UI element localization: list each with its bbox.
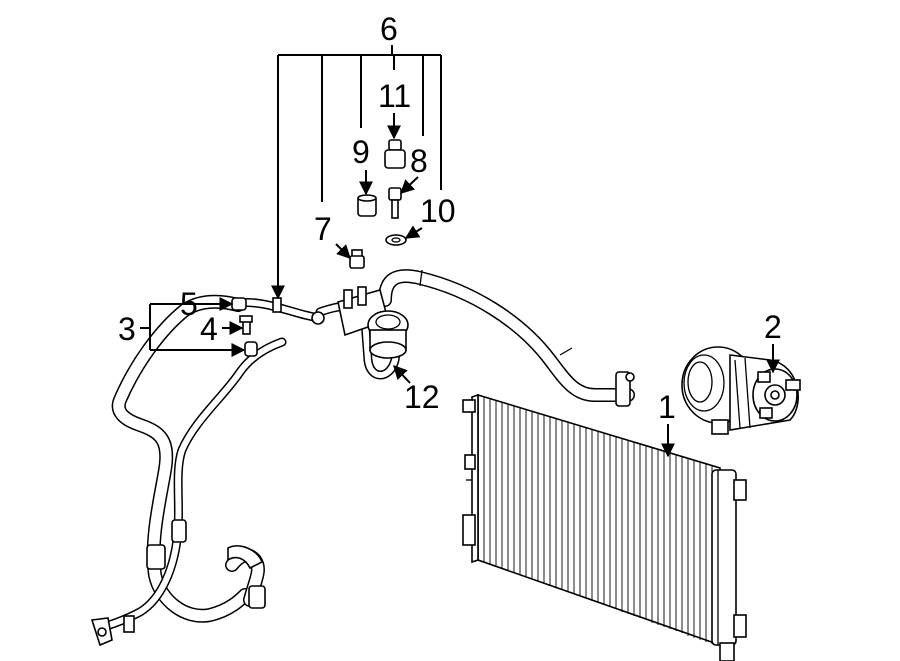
accumulator-drier (315, 286, 409, 380)
suction-hose (111, 294, 266, 623)
callout-9: 9 (352, 134, 370, 170)
callout-1: 1 (658, 389, 676, 425)
callout-4: 4 (200, 311, 218, 347)
callout-3: 3 (118, 311, 136, 347)
compressor (681, 346, 801, 435)
discharge-line (378, 269, 635, 407)
part-10-seal (385, 234, 407, 246)
leader-lines (140, 45, 780, 458)
callout-11: 11 (378, 78, 411, 114)
condenser (462, 393, 747, 661)
part-8-valve-core (388, 187, 402, 219)
callout-2: 2 (764, 309, 782, 345)
callout-5: 5 (180, 286, 198, 322)
line-fittings (231, 297, 258, 357)
callout-10: 10 (420, 193, 456, 229)
callout-8: 8 (410, 143, 428, 179)
callout-7: 7 (314, 211, 332, 247)
part-9-cap (357, 194, 377, 217)
part-11-cap (384, 139, 406, 169)
callout-6: 6 (380, 11, 398, 47)
part-7-switch (349, 249, 365, 269)
liquid-line (90, 337, 287, 647)
callout-12: 12 (404, 379, 440, 415)
